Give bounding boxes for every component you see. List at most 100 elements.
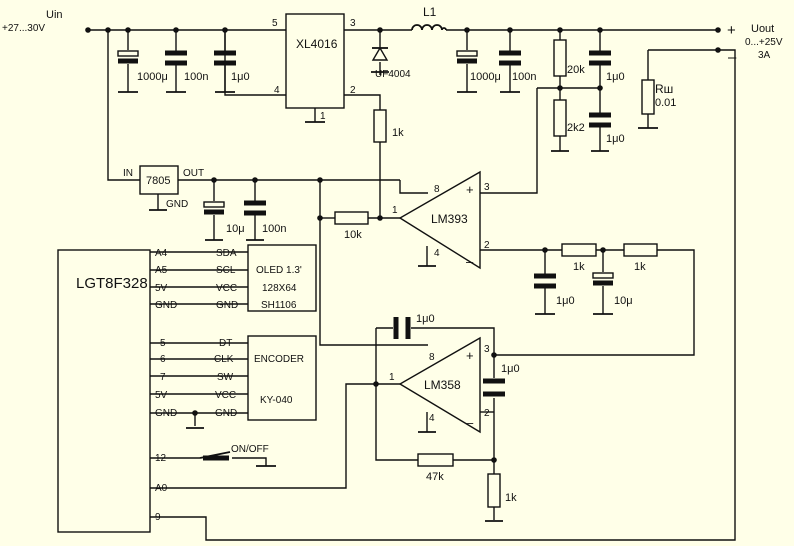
input-cap-2-label: 100n	[184, 71, 208, 83]
lm393-comparator: LM393 + – 8 3 1 4 2	[392, 170, 490, 270]
lm358-r-fb-label: 47k	[426, 471, 444, 483]
oled-line-2: 128X64	[262, 283, 297, 294]
regulator-cap-2-label: 100n	[262, 223, 286, 235]
svg-text:DT: DT	[219, 338, 232, 349]
svg-text:CLK: CLK	[214, 354, 234, 365]
svg-text:4: 4	[274, 85, 280, 96]
regulator-cap-1-label: 10μ	[226, 223, 245, 235]
lm358-cap-fb-label: 1μ0	[416, 313, 435, 325]
svg-text:12: 12	[155, 453, 167, 464]
regulator-cap-10u: 10μ	[203, 180, 245, 240]
divider-cap-top-label: 1μ0	[606, 71, 625, 83]
lm358-ground-resistor: 1k	[487, 473, 517, 508]
svg-text:GND: GND	[166, 199, 188, 210]
svg-text:GND: GND	[216, 300, 238, 311]
inductor-l1: L1	[411, 5, 447, 31]
input-name: Uin	[46, 9, 63, 21]
output-cap-1-label: 1000μ	[470, 71, 501, 83]
oled-line-1: OLED 1.3'	[256, 265, 302, 276]
xl4016-chip: XL4016 5 3 4 2 1	[272, 13, 356, 122]
input-cap-100n: 100n	[165, 30, 208, 92]
svg-text:–: –	[466, 254, 474, 269]
lm393-name: LM393	[431, 212, 468, 226]
oled-line-3: SH1106	[261, 300, 297, 311]
filter-cap-2-label: 10μ	[614, 295, 633, 307]
input-cap-1-label: 1000μ	[137, 71, 168, 83]
junction-dots	[85, 27, 721, 463]
svg-text:SDA: SDA	[216, 248, 237, 259]
svg-text:3: 3	[484, 344, 490, 355]
encoder-line-1: ENCODER	[254, 354, 304, 365]
output-range: 0...+25V	[745, 37, 783, 48]
svg-text:A4: A4	[155, 248, 168, 259]
svg-text:1: 1	[320, 111, 326, 122]
svg-text:8: 8	[429, 352, 435, 363]
rotary-encoder: DT CLK SW VCC GND ENCODER KY-040	[214, 335, 317, 421]
svg-text:6: 6	[160, 354, 166, 365]
output-cap-2-label: 100n	[512, 71, 536, 83]
input-cap-1000u: 1000μ	[117, 30, 168, 92]
encoder-line-2: KY-040	[260, 395, 293, 406]
svg-text:SW: SW	[217, 372, 234, 383]
output-current: 3A	[758, 50, 771, 61]
svg-text:1: 1	[389, 372, 395, 383]
svg-text:3: 3	[350, 18, 356, 29]
svg-text:SCL: SCL	[216, 265, 236, 276]
output-name: Uout	[751, 23, 774, 35]
resistor-10k-label: 10k	[344, 229, 362, 241]
svg-text:+: +	[466, 182, 474, 197]
divider-cap-top: 1μ0	[589, 30, 625, 113]
svg-text:5: 5	[160, 338, 166, 349]
svg-text:3: 3	[484, 182, 490, 193]
svg-text:OUT: OUT	[183, 168, 204, 179]
current-filter-cap-1u0: 1μ0	[534, 250, 575, 314]
mcu-name: LGT8F328	[76, 275, 148, 292]
svg-text:5V: 5V	[155, 390, 168, 401]
divider-resistor-2k2: 2k2	[553, 99, 585, 151]
regulator-7805: 7805 IN OUT GND	[123, 165, 204, 210]
svg-text:4: 4	[434, 248, 440, 259]
svg-text:A0: A0	[155, 483, 168, 494]
svg-text:GND: GND	[215, 408, 237, 419]
divider-cap-bottom-label: 1μ0	[606, 133, 625, 145]
svg-text:GND: GND	[155, 408, 177, 419]
input-cap-3-label: 1μ0	[231, 71, 250, 83]
current-filter-resistor-1: 1k	[561, 243, 597, 273]
svg-text:4: 4	[429, 413, 435, 424]
svg-text:A5: A5	[155, 265, 168, 276]
divider-cap-bottom: 1μ0	[589, 112, 625, 151]
lm358-output-cap: 1μ0	[483, 363, 520, 397]
feedback-resistor-1k: 1k	[373, 109, 404, 143]
lm358-feedback-resistor: 47k	[417, 453, 454, 483]
lm358-name: LM358	[424, 378, 461, 392]
regulator-cap-100n: 100n	[244, 180, 286, 240]
svg-text:5V: 5V	[155, 283, 168, 294]
divider-r-top-label: 20k	[567, 64, 585, 76]
resistor-10k: 10k	[334, 211, 369, 241]
svg-text:2: 2	[350, 85, 356, 96]
xl4016-name: XL4016	[296, 37, 338, 51]
shunt-value: 0.01	[655, 97, 676, 109]
svg-text:IN: IN	[123, 168, 133, 179]
lm358-opamp: LM358 + – 8 3 1 4 2	[389, 336, 490, 434]
lm358-feedback-cap: 1μ0	[393, 313, 435, 339]
svg-text:–: –	[466, 415, 474, 430]
regulator-name: 7805	[146, 175, 170, 187]
oled-display: SDA SCL VCC GND OLED 1.3' 128X64 SH1106	[216, 244, 317, 312]
diode-label: UF4004	[375, 69, 411, 80]
svg-text:8: 8	[434, 184, 440, 195]
inductor-label: L1	[423, 5, 437, 19]
divider-r-bottom-label: 2k2	[567, 122, 585, 134]
output-terminal: + – Uout 0...+25V 3A	[727, 22, 783, 66]
svg-text:VCC: VCC	[215, 390, 236, 401]
svg-text:GND: GND	[155, 300, 177, 311]
svg-text:2: 2	[484, 408, 490, 419]
input-range: +27...30V	[2, 23, 45, 34]
shunt-name: Rш	[655, 82, 673, 96]
svg-text:5: 5	[272, 18, 278, 29]
shunt-resistor: Rш 0.01	[641, 79, 676, 115]
feedback-resistor-label: 1k	[392, 127, 404, 139]
wires	[88, 29, 736, 541]
current-filter-cap-10u: 10μ	[592, 250, 633, 314]
